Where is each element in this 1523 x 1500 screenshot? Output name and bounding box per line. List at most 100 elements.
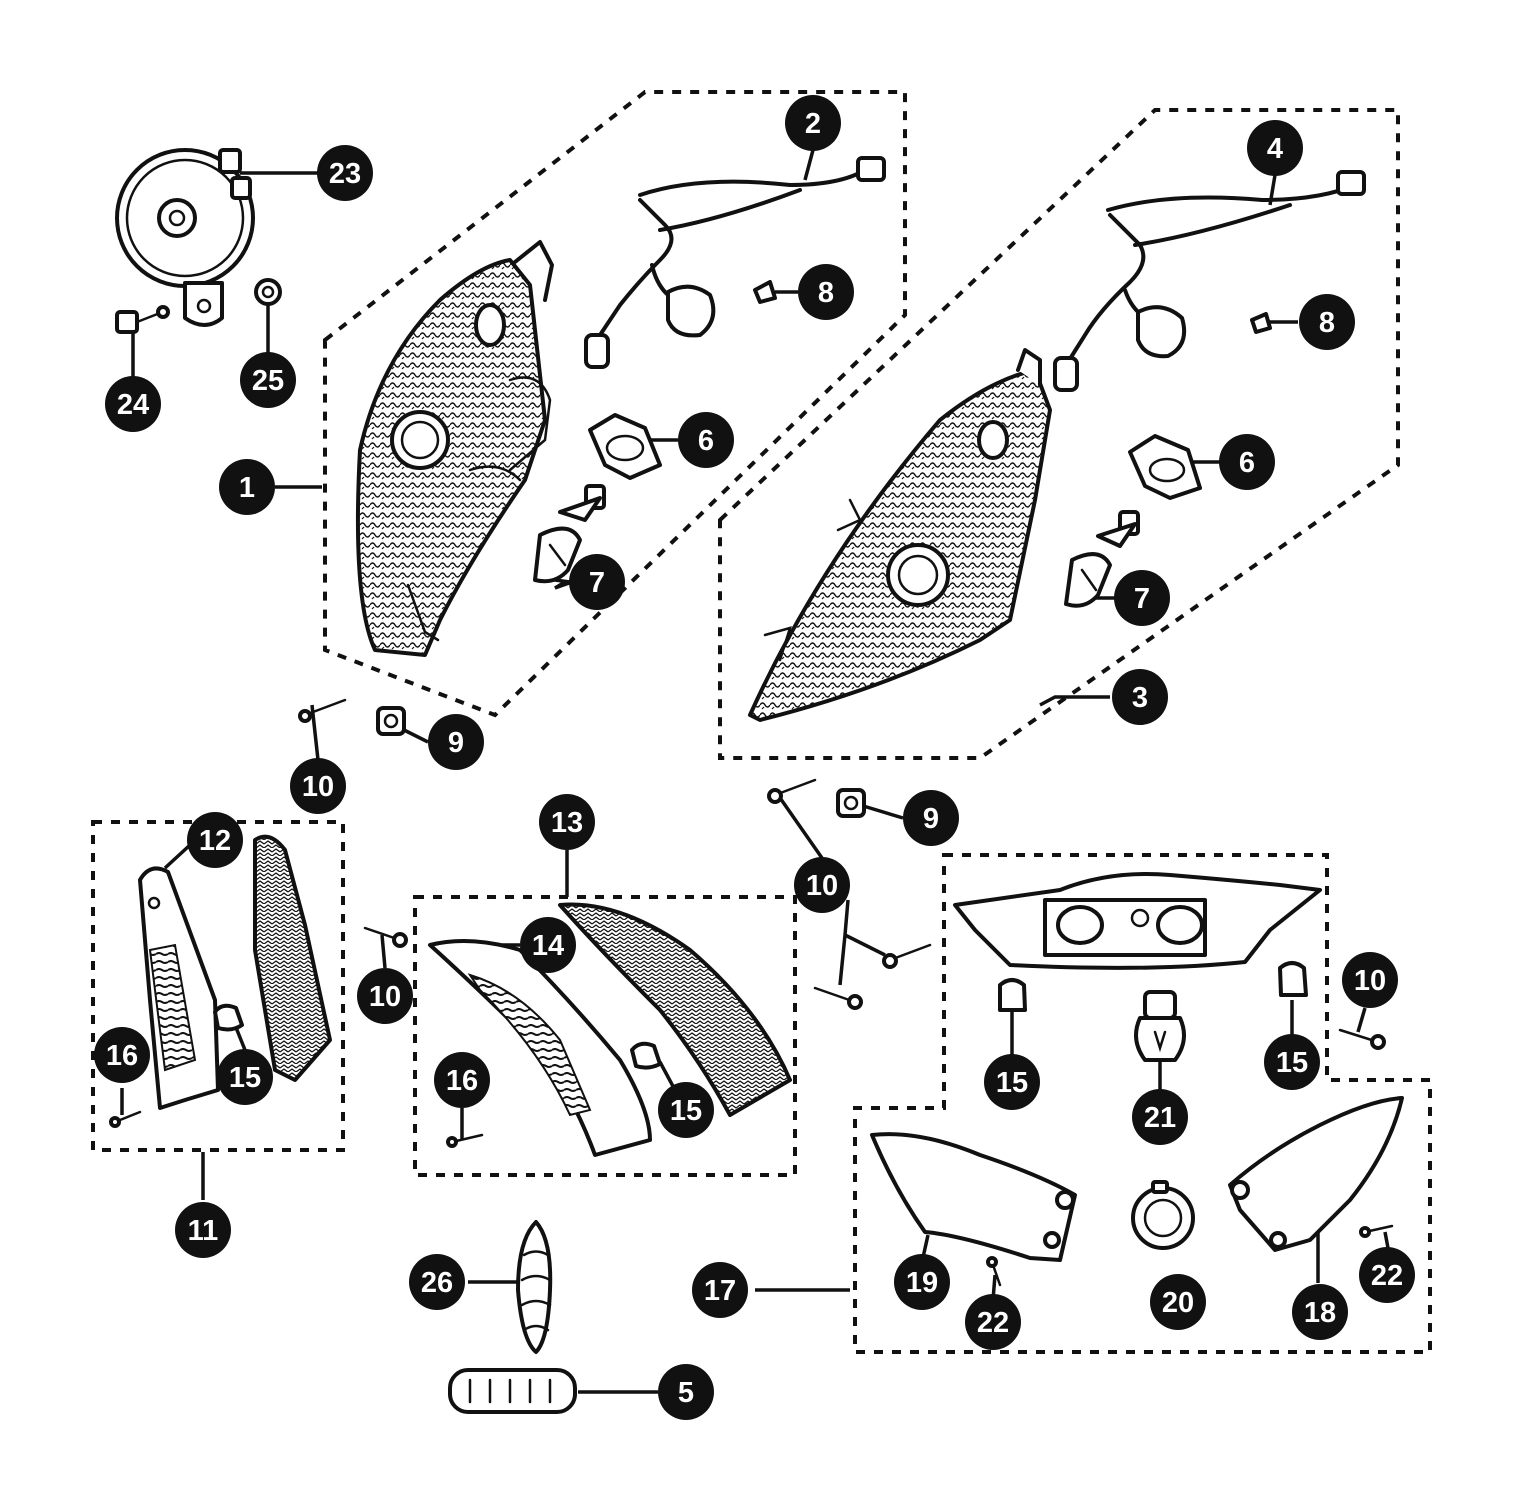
callout-badge	[1132, 1089, 1188, 1145]
callout-badge	[798, 264, 854, 320]
callout-24: 24	[105, 376, 161, 432]
callout-21: 21	[1132, 1089, 1188, 1145]
callout-number: 6	[1239, 447, 1255, 479]
callout-26: 26	[409, 1254, 465, 1310]
side-reflector-part	[516, 1220, 553, 1354]
callout-number: 25	[252, 365, 284, 397]
callout-number: 14	[532, 930, 564, 962]
left-signal-assembly-outline	[91, 820, 345, 1152]
callout-number: 2	[805, 108, 821, 140]
callout-number: 26	[421, 1267, 453, 1299]
callout-badge	[1342, 952, 1398, 1008]
callout-badge	[357, 968, 413, 1024]
callout-9: 9	[903, 790, 959, 846]
callout-22: 22	[1359, 1247, 1415, 1303]
left-nut-part	[376, 706, 406, 736]
callout-badge	[903, 790, 959, 846]
callout-number: 15	[1276, 1047, 1308, 1079]
left-headlight-part	[355, 240, 554, 657]
callout-number: 17	[704, 1275, 736, 1307]
callout-10: 10	[794, 857, 850, 913]
callout-19: 19	[894, 1254, 950, 1310]
assembly-outlines	[91, 90, 1432, 1354]
callout-number: 19	[906, 1267, 938, 1299]
right-headlight-bulb-part	[1064, 510, 1140, 608]
callout-8: 8	[798, 264, 854, 320]
callout-1: 1	[219, 459, 275, 515]
callout-number: 21	[1144, 1102, 1176, 1134]
callout-number: 1	[239, 472, 255, 504]
callout-badge	[1292, 1284, 1348, 1340]
callout-number: 16	[446, 1065, 478, 1097]
callout-number: 24	[117, 389, 149, 421]
callout-11: 11	[175, 1202, 231, 1258]
callout-number: 20	[1162, 1287, 1194, 1319]
rear-bulb-parts	[998, 961, 1308, 1012]
callout-23: 23	[317, 145, 373, 201]
rear-screw-parts	[986, 1224, 1394, 1287]
callout-number: 10	[369, 981, 401, 1013]
callout-badge	[94, 1027, 150, 1083]
center-turn-signal-part	[428, 902, 792, 1157]
rear-light-housing-part	[953, 872, 1322, 970]
left-headlight-assembly-outline	[323, 90, 907, 718]
callout-10: 10	[357, 968, 413, 1024]
left-turn-signal-part	[138, 834, 332, 1110]
callout-22: 22	[965, 1294, 1021, 1350]
callout-badge	[187, 812, 243, 868]
callout-badge	[678, 412, 734, 468]
screw-parts	[298, 698, 1386, 1050]
parts	[109, 148, 1404, 1414]
callout-20: 20	[1150, 1274, 1206, 1330]
callout-badge	[569, 554, 625, 610]
callout-number: 15	[996, 1067, 1028, 1099]
callout-25: 25	[240, 352, 296, 408]
small-screw-parts	[109, 1110, 484, 1148]
callout-7: 7	[1114, 570, 1170, 626]
callout-badge	[794, 857, 850, 913]
callout-number: 22	[1371, 1260, 1403, 1292]
callout-badge	[1299, 294, 1355, 350]
left-wiring-harness-part	[584, 156, 886, 369]
callout-number: 22	[977, 1307, 1009, 1339]
callout-10: 10	[1342, 952, 1398, 1008]
callout-3: 3	[1112, 669, 1168, 725]
callout-12: 12	[187, 812, 243, 868]
callout-badge	[692, 1262, 748, 1318]
callout-number: 10	[302, 771, 334, 803]
callout-16: 16	[94, 1027, 150, 1083]
signal-bulb-parts	[213, 1003, 662, 1070]
callout-number: 15	[229, 1062, 261, 1094]
callout-number: 16	[106, 1040, 138, 1072]
right-headlight-part	[748, 348, 1052, 722]
callout-badge	[105, 376, 161, 432]
callout-badge	[785, 95, 841, 151]
callout-badge	[428, 714, 484, 770]
callout-badge	[1359, 1247, 1415, 1303]
callout-17: 17	[692, 1262, 748, 1318]
callout-16: 16	[434, 1052, 490, 1108]
callout-15: 15	[217, 1049, 273, 1105]
callout-number: 8	[818, 277, 834, 309]
rear-left-lens-part	[870, 1132, 1077, 1262]
callout-number: 3	[1132, 682, 1148, 714]
callout-15: 15	[658, 1082, 714, 1138]
callout-number: 7	[1134, 583, 1150, 615]
callout-5: 5	[658, 1364, 714, 1420]
left-clip-part	[753, 280, 777, 304]
center-signal-assembly-outline	[413, 895, 797, 1177]
callout-number: 9	[448, 727, 464, 759]
callout-number: 10	[1354, 965, 1386, 997]
callout-badge	[658, 1082, 714, 1138]
callout-badge	[217, 1049, 273, 1105]
callout-number: 18	[1304, 1297, 1336, 1329]
callout-badge	[1247, 120, 1303, 176]
callout-number: 15	[670, 1095, 702, 1127]
callout-badge	[317, 145, 373, 201]
horn-screw-part	[115, 305, 170, 334]
callout-badge	[175, 1202, 231, 1258]
right-clip-part	[1250, 312, 1272, 334]
callout-8: 8	[1299, 294, 1355, 350]
